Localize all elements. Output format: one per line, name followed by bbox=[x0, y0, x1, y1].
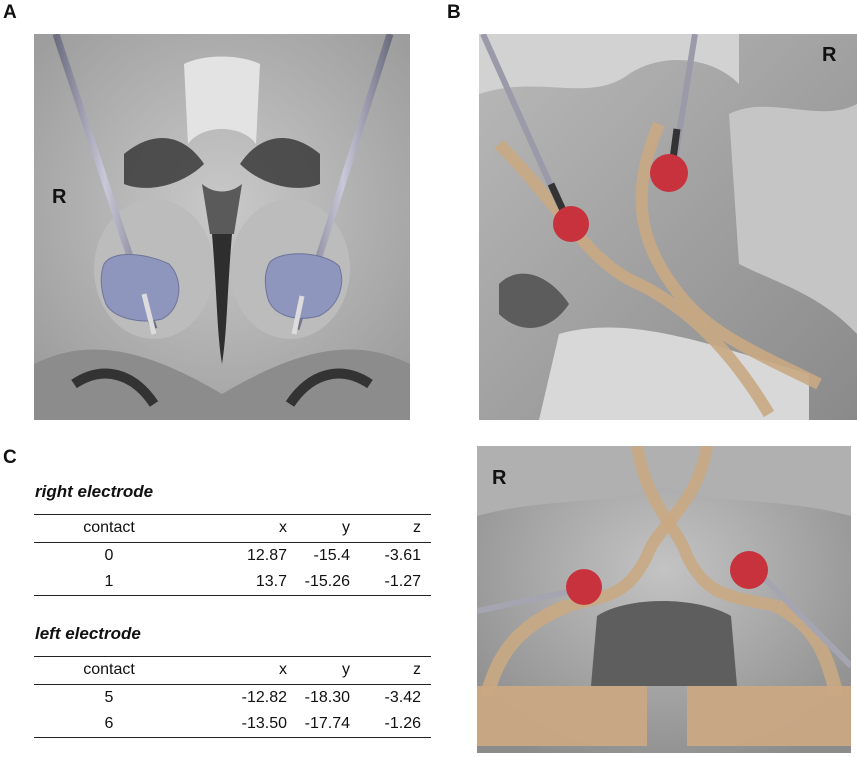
left-electrode-title: left electrode bbox=[35, 624, 141, 643]
cell-y: -18.30 bbox=[304, 689, 350, 706]
panel-letter-b: B bbox=[447, 2, 461, 23]
left-electrode-table: contact x y z 5 -12.82 -18.30 -3.42 6 -1… bbox=[34, 656, 431, 738]
cell-contact: 5 bbox=[104, 689, 114, 706]
header-contact: contact bbox=[34, 514, 184, 543]
panel-d-image bbox=[477, 446, 851, 753]
side-label-d: R bbox=[492, 467, 507, 489]
panel-letter-a: A bbox=[3, 2, 17, 23]
header-x: x bbox=[184, 514, 287, 543]
header-z: z bbox=[350, 656, 431, 685]
right-electrode-table: contact x y z 0 12.87 -15.4 -3.61 1 13.7… bbox=[34, 514, 431, 596]
table-row: 5 -12.82 -18.30 -3.42 bbox=[34, 685, 431, 712]
table-row: 0 12.87 -15.4 -3.61 bbox=[34, 543, 431, 570]
cell-z: -1.27 bbox=[350, 569, 431, 596]
cell-x: -12.82 bbox=[241, 689, 287, 706]
header-z: z bbox=[350, 514, 431, 543]
header-y: y bbox=[287, 514, 350, 543]
header-y: y bbox=[287, 656, 350, 685]
table-header-row: contact x y z bbox=[34, 514, 431, 543]
panel-a-image bbox=[34, 34, 410, 420]
cell-y: -17.74 bbox=[287, 711, 350, 738]
cell-y: -15.4 bbox=[313, 547, 350, 564]
cell-x: 13.7 bbox=[184, 569, 287, 596]
cell-y: -15.26 bbox=[287, 569, 350, 596]
cell-z: -3.42 bbox=[384, 689, 421, 706]
cell-z: -1.26 bbox=[350, 711, 431, 738]
side-label-b: R bbox=[822, 44, 837, 66]
cell-contact: 0 bbox=[104, 547, 114, 564]
cell-contact: 1 bbox=[34, 569, 184, 596]
table-row: 1 13.7 -15.26 -1.27 bbox=[34, 569, 431, 596]
side-label-a: R bbox=[52, 186, 67, 208]
table-row: 6 -13.50 -17.74 -1.26 bbox=[34, 711, 431, 738]
cell-x: 12.87 bbox=[246, 547, 287, 564]
header-x: x bbox=[184, 656, 287, 685]
cell-contact: 6 bbox=[34, 711, 184, 738]
panel-letter-c: C bbox=[3, 447, 17, 468]
panel-b-image bbox=[479, 34, 857, 420]
cell-z: -3.61 bbox=[384, 547, 421, 564]
header-contact: contact bbox=[34, 656, 184, 685]
right-electrode-title: right electrode bbox=[35, 482, 154, 501]
table-header-row: contact x y z bbox=[34, 656, 431, 685]
cell-x: -13.50 bbox=[184, 711, 287, 738]
